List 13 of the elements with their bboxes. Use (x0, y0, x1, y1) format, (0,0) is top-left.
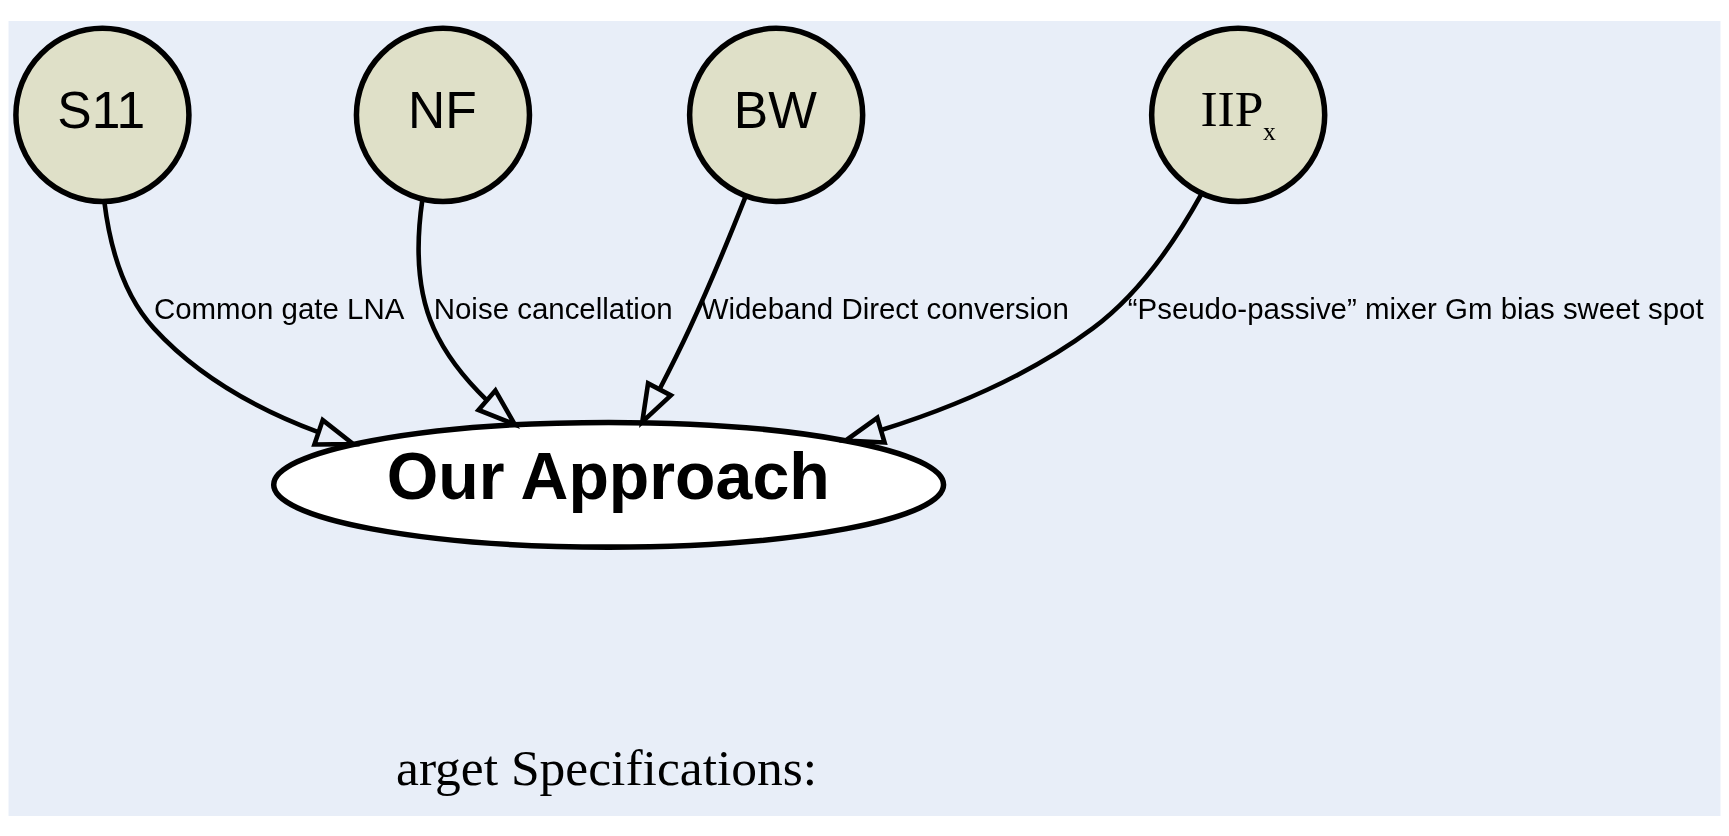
arrow (639, 195, 748, 428)
node-circle: IIP$_{x}$ (1148, 25, 1328, 204)
edge-label: Wideband Direct conversion (700, 291, 1069, 325)
label: arget Specifications: (396, 738, 818, 796)
arrow (416, 198, 520, 429)
node-circle: BW (686, 25, 866, 204)
node-circle: NF (353, 25, 533, 204)
edge-label: “Pseudo-passive” mixer Gm bias sweet spot (1127, 291, 1704, 325)
edge-label: Common gate LNA (153, 291, 405, 325)
edge-label: Noise cancellation (433, 291, 673, 325)
node-ellipse: Our Approach (270, 419, 947, 550)
arrow (838, 191, 1204, 445)
node-circle: S11 (13, 25, 192, 204)
